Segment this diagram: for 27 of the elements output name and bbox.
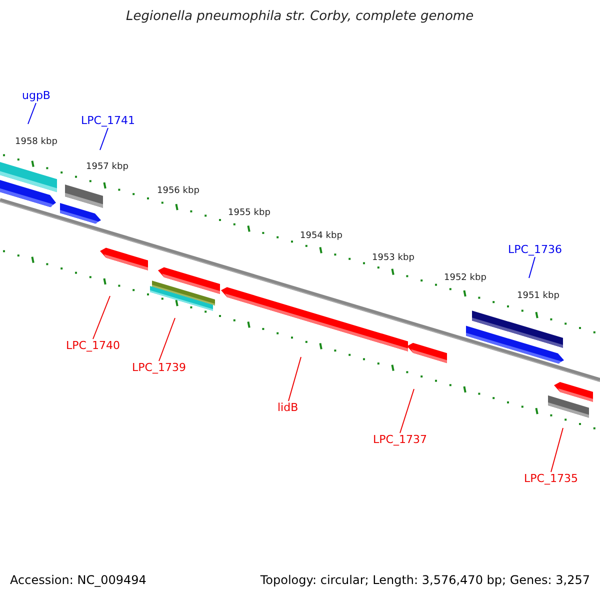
accession-text: Accession: NC_009494 [10, 574, 146, 588]
gene-label: LPC_1737 [373, 434, 427, 446]
leader-line [158, 318, 176, 362]
gene-label: LPC_1741 [81, 115, 135, 128]
gene-label: LPC_1739 [132, 362, 186, 374]
leader-line [28, 102, 36, 124]
gene-label: LPC_1735 [524, 473, 578, 486]
gene-label: ugpB [22, 90, 50, 102]
scale-label: 1955 kbp [228, 209, 270, 219]
scale-label: 1952 kbp [444, 274, 486, 284]
leader-line [550, 428, 564, 472]
leader-line [288, 356, 302, 402]
scale-label: 1951 kbp [517, 292, 560, 302]
diagram-title: Legionella pneumophila str. Corby, complete genome [126, 10, 474, 24]
leader-line [92, 296, 110, 340]
scale-label: 1954 kbp [300, 232, 342, 242]
leader-line [100, 128, 108, 150]
gene-label: LPC_1736 [508, 244, 562, 256]
gene-label: LPC_1740 [66, 340, 120, 352]
scale-label: 1956 kbp [157, 187, 200, 197]
leader-line [400, 388, 414, 434]
gene-label: lidB [278, 402, 298, 414]
scale-label: 1957 kbp [86, 163, 128, 173]
scale-label: 1953 kbp [372, 254, 414, 264]
scale-label: 1958 kbp [15, 138, 58, 148]
leader-line [528, 256, 536, 278]
genome-summary: Topology: circular; Length: 3,576,470 bp; Genes: 3,257 [260, 574, 590, 588]
